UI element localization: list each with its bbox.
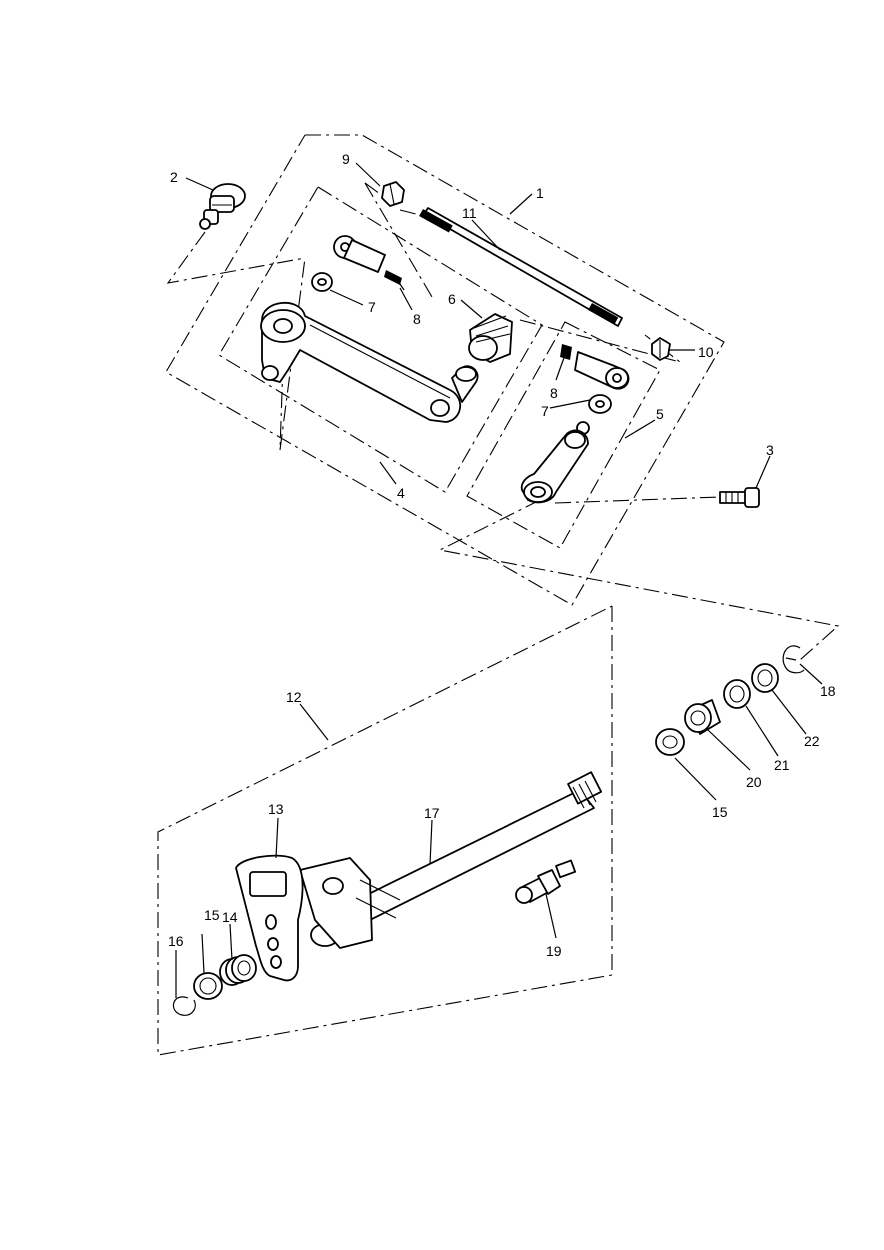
nut-part-9 bbox=[381, 181, 405, 207]
callout-8b: 8 bbox=[550, 385, 558, 401]
callout-12: 12 bbox=[286, 689, 302, 705]
callout-9: 9 bbox=[342, 151, 350, 167]
leader-lines bbox=[175, 162, 823, 998]
screw-part-3 bbox=[719, 487, 760, 508]
callout-6: 6 bbox=[448, 291, 456, 307]
callout-20: 20 bbox=[746, 774, 762, 790]
callout-16: 16 bbox=[168, 933, 184, 949]
rod-end-right bbox=[560, 344, 630, 414]
shaft-part-17 bbox=[299, 771, 603, 949]
callout-11: 11 bbox=[462, 205, 477, 221]
callout-10: 10 bbox=[698, 344, 714, 360]
circlip-part-16 bbox=[172, 996, 196, 1016]
threaded-rod-part-11 bbox=[419, 207, 623, 327]
callout-5: 5 bbox=[656, 406, 664, 422]
callout-17: 17 bbox=[424, 805, 440, 821]
pivot-bolt-part-2 bbox=[199, 183, 246, 230]
spring-part-14 bbox=[219, 954, 257, 986]
callout-19: 19 bbox=[546, 943, 562, 959]
callout-4: 4 bbox=[397, 485, 405, 501]
callout-8a: 8 bbox=[413, 311, 421, 327]
stud-part-19 bbox=[515, 859, 577, 904]
callout-2: 2 bbox=[170, 169, 178, 185]
assembly-1-outline bbox=[165, 134, 840, 661]
callout-7a: 7 bbox=[368, 299, 376, 315]
callout-22: 22 bbox=[804, 733, 820, 749]
rod-end-left bbox=[311, 235, 405, 292]
callout-7b: 7 bbox=[541, 403, 549, 419]
callout-13: 13 bbox=[268, 801, 284, 817]
bushing-stack bbox=[655, 645, 805, 756]
callout-3: 3 bbox=[766, 442, 774, 458]
washer-part-21 bbox=[723, 679, 751, 709]
selector-plate-part-13 bbox=[235, 854, 304, 982]
assembly-12-outline bbox=[157, 605, 613, 1056]
washer-part-22 bbox=[751, 663, 779, 693]
callout-14: 14 bbox=[222, 909, 238, 925]
callout-15b: 15 bbox=[712, 804, 728, 820]
callout-labels: 1 2 3 4 5 6 7 7 8 8 9 10 11 12 13 14 15 … bbox=[168, 151, 836, 959]
rubber-part-6 bbox=[468, 313, 513, 363]
washer-part-15 bbox=[655, 728, 685, 756]
callout-15a: 15 bbox=[204, 907, 220, 923]
callout-18: 18 bbox=[820, 683, 836, 699]
callout-21: 21 bbox=[774, 757, 790, 773]
washer-part-15-lower bbox=[193, 972, 223, 1000]
clip-part-18 bbox=[782, 645, 805, 674]
nut-part-10 bbox=[651, 337, 671, 361]
callout-1: 1 bbox=[536, 185, 544, 201]
gear-lever-part-4 bbox=[260, 301, 479, 423]
lever-arm-part-5 bbox=[520, 421, 590, 504]
